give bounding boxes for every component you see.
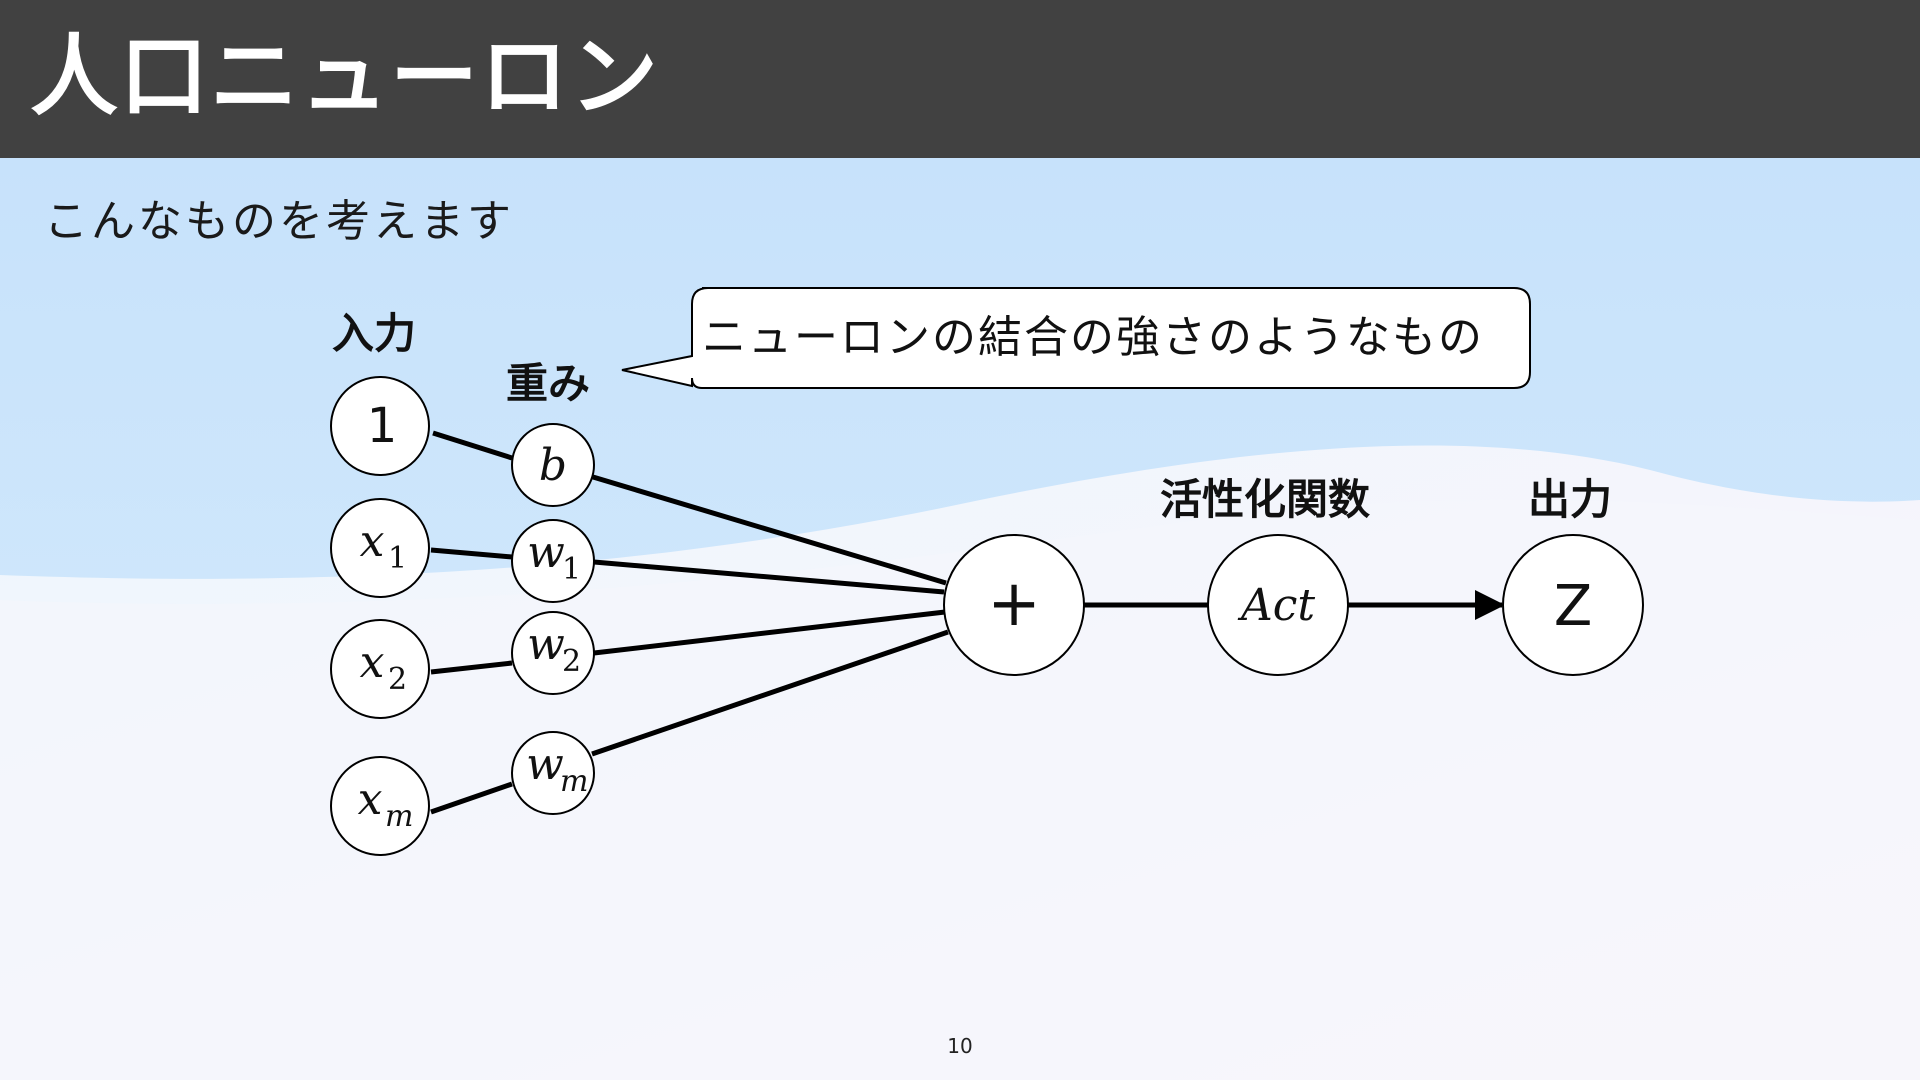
weight-node-w2-label: w xyxy=(527,619,565,670)
callout-bubble xyxy=(621,287,1531,389)
weight-node-b: b xyxy=(511,423,595,507)
weight-node-w1: w 1 xyxy=(511,519,595,603)
weight-node-w2: w 2 xyxy=(511,611,595,695)
input-node-x2-label: x xyxy=(360,637,385,688)
input-node-1: 1 xyxy=(330,376,430,476)
weight-label: 重み xyxy=(506,359,591,408)
weight-node-wm: w m xyxy=(511,731,595,815)
input-node-xm: x m xyxy=(330,756,430,856)
weight-node-w2-subscript: 2 xyxy=(562,644,581,679)
edge-input-x1-weight-w1 xyxy=(430,547,513,560)
sum-node: + xyxy=(943,534,1085,676)
slide-title: 人口ニューロン xyxy=(30,25,661,128)
weight-node-b-label: b xyxy=(539,440,567,491)
sum-node-label: + xyxy=(987,567,1041,641)
weight-node-w1-label: w xyxy=(527,527,565,578)
edge-input-x2-weight-w2 xyxy=(430,660,513,675)
input-node-x2-subscript: 2 xyxy=(388,662,407,697)
activation-label: 活性化関数 xyxy=(1160,475,1371,524)
weight-node-wm-label: w xyxy=(526,739,564,790)
weight-node-wm-subscript: m xyxy=(560,764,588,799)
input-node-1-label: 1 xyxy=(367,398,398,454)
edge-weight-w2-sum xyxy=(593,609,946,656)
weight-node-w1-subscript: 1 xyxy=(562,552,581,587)
output-label: 出力 xyxy=(1528,475,1613,524)
output-node: Z xyxy=(1502,534,1644,676)
input-node-xm-subscript: m xyxy=(385,799,413,834)
edge-weight-w1-sum xyxy=(593,559,945,595)
activation-node-label: Act xyxy=(1237,580,1315,631)
callout-text: ニューロンの結合の強さのようなもの xyxy=(702,312,1484,363)
slide-subtitle: こんなものを考えます xyxy=(44,196,514,247)
input-node-x1: x 1 xyxy=(330,498,430,598)
title-bar: 人口ニューロン xyxy=(0,0,1920,158)
input-node-xm-label: x xyxy=(358,774,383,825)
edge-input-1-weight-b xyxy=(432,430,513,461)
edge-weight-wm-sum xyxy=(591,629,949,757)
edge-input-xm-weight-wm xyxy=(430,781,513,815)
page-number: 10 xyxy=(947,1034,973,1058)
input-node-x1-label: x xyxy=(360,516,385,567)
input-node-x1-subscript: 1 xyxy=(388,541,407,576)
output-node-label: Z xyxy=(1554,574,1592,639)
input-node-x2: x 2 xyxy=(330,619,430,719)
edge-weight-b-sum xyxy=(592,474,947,586)
activation-node: Act xyxy=(1207,534,1349,676)
input-label: 入力 xyxy=(332,309,417,358)
